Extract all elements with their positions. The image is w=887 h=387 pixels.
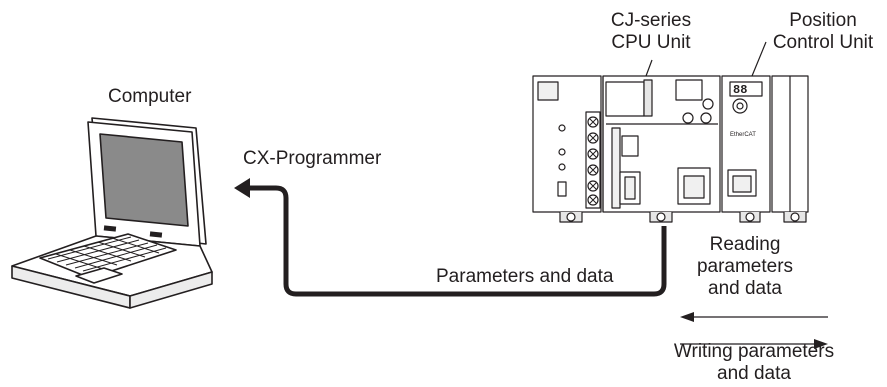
- cable-arrowhead: [234, 178, 250, 198]
- cable-line: [242, 185, 667, 297]
- laptop-screen: [99, 133, 189, 227]
- software-label: CX-Programmer: [243, 148, 382, 169]
- plc-brand-text: EtherCAT: [730, 132, 756, 138]
- plc-display: 88: [733, 83, 747, 97]
- writing-label: Writing parameters and data: [664, 341, 844, 385]
- position-unit-label: Position Control Unit: [762, 10, 884, 54]
- reading-label-line1: Reading: [709, 234, 781, 255]
- plc-rack-icon: [532, 75, 809, 223]
- laptop-icon: [11, 117, 213, 309]
- writing-label-line2: and data: [717, 363, 791, 384]
- position-unit-label-line1: Position: [789, 10, 857, 31]
- cpu-unit-label-line1: CJ-series: [610, 10, 692, 31]
- arrow-left-icon: [680, 312, 694, 322]
- reading-label-line3: and data: [708, 278, 782, 299]
- position-unit-label-line2: Control Unit: [772, 32, 874, 53]
- computer-label: Computer: [108, 86, 192, 107]
- reading-label-line2: parameters: [696, 256, 794, 277]
- arrow-right-icon: [814, 339, 828, 349]
- position-leader-line: [751, 41, 767, 77]
- cpu-unit-label-line2: CPU Unit: [611, 32, 691, 53]
- laptop-touchpad: [75, 267, 123, 284]
- writing-label-line1: Writing parameters: [673, 341, 835, 362]
- reading-label: Reading parameters and data: [690, 234, 800, 300]
- cpu-unit-label: CJ-series CPU Unit: [596, 10, 706, 54]
- cpu-leader-line: [645, 59, 653, 77]
- cable-label: Parameters and data: [436, 266, 614, 287]
